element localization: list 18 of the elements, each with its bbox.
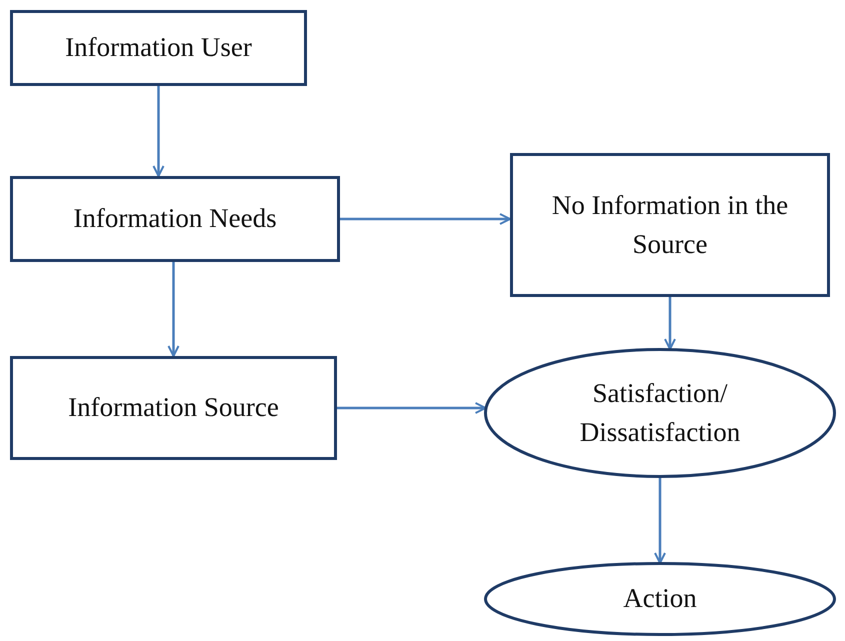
arrow (340, 213, 511, 225)
node-label: Information Source (68, 391, 279, 424)
arrow (337, 402, 487, 414)
process-box (510, 153, 830, 297)
node-label: Satisfaction/ Dissatisfaction (578, 376, 742, 449)
process-box (10, 356, 337, 460)
node-label: Information User (65, 31, 252, 64)
arrow (654, 477, 666, 564)
ellipse-node (484, 562, 836, 636)
node-label: Action (623, 582, 697, 616)
process-box (10, 10, 307, 86)
arrow (152, 86, 164, 177)
ellipse-node (484, 348, 836, 478)
arrow (168, 262, 180, 357)
node-label: No Information in the Source (550, 188, 790, 261)
process-box (10, 176, 340, 262)
node-label: Information Needs (73, 202, 277, 236)
arrow (664, 297, 676, 350)
